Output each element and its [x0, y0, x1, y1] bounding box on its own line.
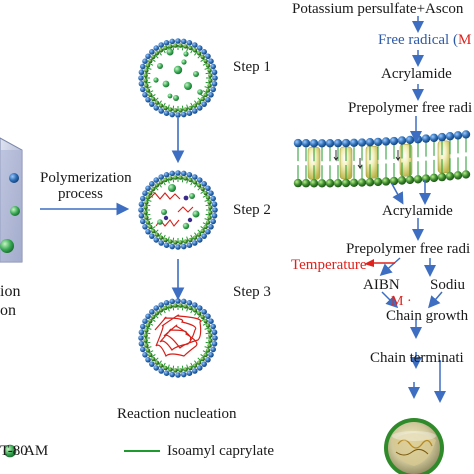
legend-am-label: AM	[24, 443, 49, 459]
process-label-line2: process	[58, 186, 103, 202]
nucleation-caption: Reaction nucleation	[117, 406, 237, 422]
micelle-step-3	[138, 298, 218, 378]
panel-droplet-blue	[9, 173, 19, 183]
prepolymer-label-2: Prepolymer free radi	[346, 241, 471, 257]
acrylamide-label-1: Acrylamide	[381, 66, 452, 82]
panel-label-partial-2: on	[0, 302, 16, 319]
step-2-label: Step 2	[233, 202, 271, 218]
process-label-line1: Polymerization	[40, 170, 132, 186]
am-dot	[153, 77, 159, 83]
legend-t80-label: T-80	[0, 443, 28, 459]
am-dot	[167, 93, 173, 99]
temperature-label: Temperature	[291, 257, 367, 273]
step-3-label: Step 3	[233, 284, 271, 300]
am-dot	[197, 89, 203, 95]
am-dot	[193, 71, 199, 77]
am-dot	[157, 63, 163, 69]
panel-droplet-green-large	[0, 239, 14, 253]
am-dot	[173, 65, 183, 75]
legend-am-icon	[3, 444, 17, 458]
membrane-bilayer	[293, 130, 471, 188]
am-dot	[184, 82, 192, 90]
am-dot	[173, 95, 179, 101]
prepolymer-label-1: Prepolymer free radi	[348, 100, 473, 116]
panel-label-partial-1: ion	[0, 283, 21, 300]
nanoparticle-globe	[384, 418, 444, 474]
chain-growth-label: Chain growth	[386, 308, 469, 324]
emulsion-panel	[0, 137, 23, 263]
micelle-step-1	[138, 38, 218, 118]
step-1-label: Step 1	[233, 59, 271, 75]
acrylamide-label-2: Acrylamide	[382, 203, 453, 219]
am-dot	[183, 51, 189, 57]
flow-top-label: Potassium persulfate+Ascon	[292, 1, 464, 17]
chain-termination-label: Chain terminati	[370, 350, 464, 366]
panel-droplet-green	[10, 206, 20, 216]
flow-arrows	[379, 16, 446, 403]
m-radical-label: M ·	[391, 294, 412, 309]
aibn-label: AIBN	[363, 277, 400, 293]
am-dot	[166, 48, 174, 56]
am-dot	[181, 59, 187, 65]
legend-caprylate-label: Isoamyl caprylate	[167, 443, 275, 459]
micelle-step-2	[138, 170, 218, 250]
sodium-label: Sodiu	[430, 277, 466, 293]
am-dot	[162, 80, 170, 88]
free-radical-label: Free radical (M	[378, 32, 472, 48]
